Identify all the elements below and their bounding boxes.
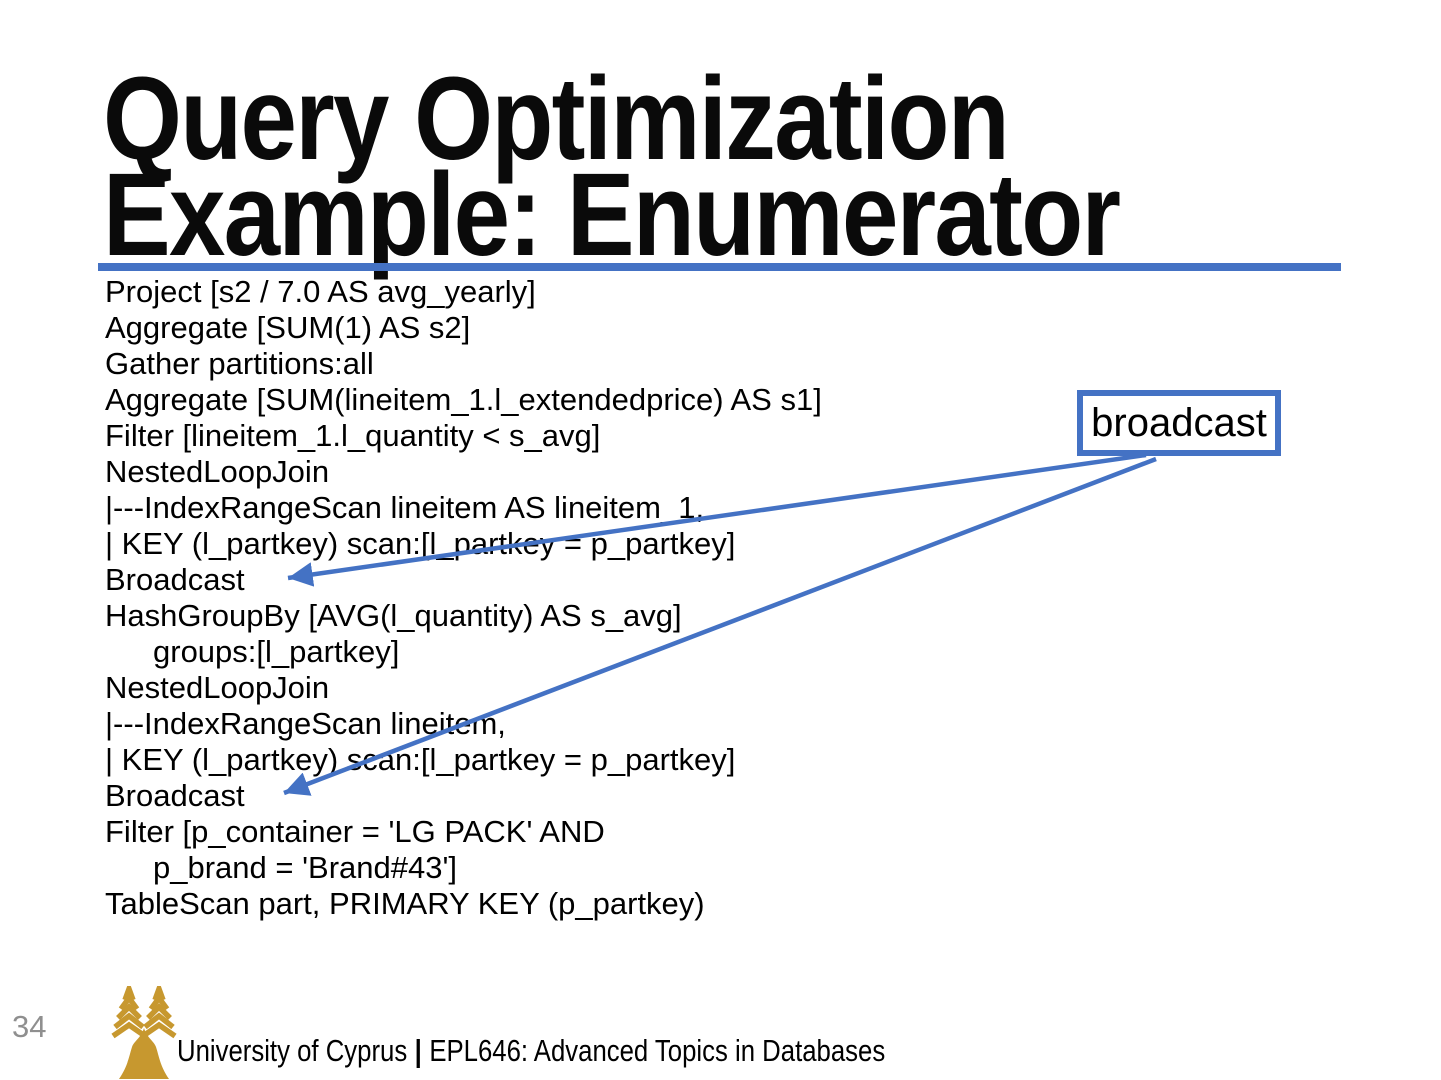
title-underline	[98, 263, 1341, 271]
ucy-logo	[111, 986, 177, 1079]
logo-right-tree	[141, 986, 177, 1039]
plan-line: |---IndexRangeScan lineitem,	[105, 706, 506, 741]
plan-line: NestedLoopJoin	[105, 454, 330, 489]
plan-line: HashGroupBy [AVG(l_quantity) AS s_avg]	[105, 598, 682, 633]
broadcast-callout-box: broadcast	[1077, 390, 1281, 456]
plan-line: Broadcast	[105, 562, 245, 597]
footer-text: University of Cyprus|EPL646: Advanced To…	[177, 1033, 885, 1069]
plan-line: |---IndexRangeScan lineitem AS lineitem_…	[105, 490, 705, 525]
plan-line: Aggregate [SUM(lineitem_1.l_extendedpric…	[105, 382, 822, 417]
footer-separator: |	[414, 1033, 422, 1068]
plan-line: Gather partitions:all	[105, 346, 374, 381]
plan-line: Broadcast	[105, 778, 245, 813]
broadcast-callout-label: broadcast	[1091, 400, 1267, 445]
page-number: 34	[12, 1009, 47, 1044]
plan-line: | KEY (l_partkey) scan:[l_partkey = p_pa…	[105, 742, 736, 777]
footer-course: EPL646: Advanced Topics in Databases	[429, 1033, 886, 1068]
plan-line: TableScan part, PRIMARY KEY (p_partkey)	[105, 886, 705, 921]
slide-title: Query Optimization Example: Enumerator	[103, 60, 1121, 274]
plan-line: p_brand = 'Brand#43']	[153, 850, 457, 885]
plan-line: Filter [p_container = 'LG PACK' AND	[105, 814, 605, 849]
plan-line: groups:[l_partkey]	[153, 634, 400, 669]
plan-line: Project [s2 / 7.0 AS avg_yearly]	[105, 274, 536, 309]
plan-text: Project [s2 / 7.0 AS avg_yearly]Aggregat…	[105, 274, 822, 922]
plan-line: NestedLoopJoin	[105, 670, 330, 705]
plan-line: Aggregate [SUM(1) AS s2]	[105, 310, 471, 345]
footer-institution: University of Cyprus	[177, 1033, 408, 1068]
plan-line: | KEY (l_partkey) scan:[l_partkey = p_pa…	[105, 526, 736, 561]
logo-trunk	[119, 1028, 169, 1079]
slide-title-line-1: Query Optimization	[103, 53, 1010, 185]
logo-left-tree	[111, 986, 147, 1039]
plan-line: Filter [lineitem_1.l_quantity < s_avg]	[105, 418, 601, 453]
slide-title-line-2: Example: Enumerator	[103, 149, 1121, 281]
